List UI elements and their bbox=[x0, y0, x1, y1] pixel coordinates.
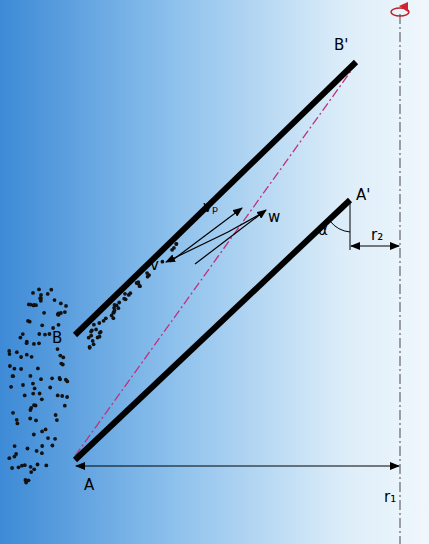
angle-arc bbox=[330, 221, 350, 232]
centre-line bbox=[75, 64, 356, 456]
point-label: A bbox=[84, 478, 94, 493]
velocity-label: v bbox=[150, 258, 159, 273]
angle-label: α bbox=[318, 223, 328, 238]
radius-label: r₁ bbox=[384, 490, 396, 505]
vertical-reference bbox=[350, 203, 351, 250]
rotation-axis bbox=[399, 14, 400, 544]
r1-dimension bbox=[76, 466, 399, 467]
point-label: B' bbox=[334, 38, 348, 53]
radius-label: r₂ bbox=[371, 228, 383, 243]
velocity-vectors bbox=[166, 208, 266, 264]
velocity-label: vₚ bbox=[203, 200, 218, 215]
plate-bb bbox=[75, 62, 356, 335]
point-label: A' bbox=[356, 188, 370, 203]
velocity-label: w bbox=[268, 210, 280, 225]
rotation-arrow bbox=[391, 2, 409, 16]
r2-dimension bbox=[351, 246, 399, 247]
particles bbox=[7, 242, 178, 484]
point-label: B bbox=[52, 331, 62, 346]
plate-aa bbox=[75, 200, 350, 460]
